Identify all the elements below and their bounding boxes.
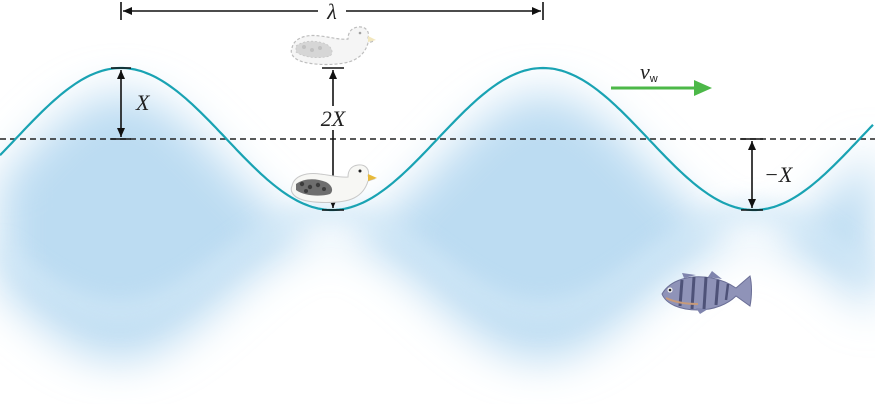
wavelength-dimension: λ [120, 0, 544, 24]
amplitude-dimension: X [111, 67, 151, 140]
duck-icon [290, 164, 377, 203]
negative-amplitude-dimension: −X [741, 138, 794, 211]
wave-surface-line [0, 66, 874, 212]
wave-velocity: vw [611, 59, 712, 96]
negative-amplitude-label: −X [764, 162, 794, 187]
water-body [0, 94, 875, 360]
amplitude-label: X [135, 90, 151, 115]
wave-velocity-label: vw [640, 59, 658, 85]
ghost-duck-icon [290, 26, 376, 66]
wave-velocity-subscript: w [649, 73, 658, 85]
wave-velocity-symbol: v [640, 59, 650, 84]
double-amplitude-label: 2X [321, 106, 347, 131]
fish-icon [661, 271, 752, 314]
wavelength-label: λ [326, 0, 337, 24]
